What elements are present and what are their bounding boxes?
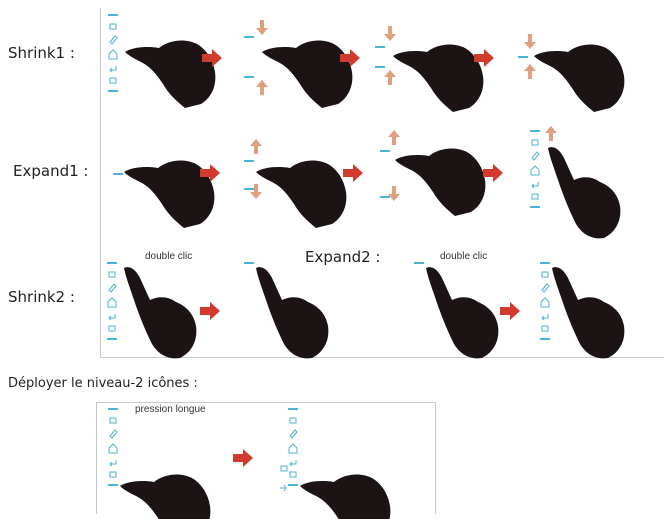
- expand2-step-1: [414, 262, 499, 359]
- shrink1-step-3: [375, 26, 484, 112]
- next-arrow-icon: [500, 302, 520, 320]
- long-press-step-1: [107, 407, 211, 519]
- row-label-shrink1: Shrink1 :: [8, 44, 75, 62]
- sub-panel-left-border: [96, 402, 97, 514]
- shrink1-step-2: [244, 20, 353, 108]
- next-arrow-icon: [343, 164, 363, 182]
- expand1-step-3: [380, 130, 486, 216]
- expand1-step-1: [113, 160, 215, 228]
- long-press-step-2: [280, 407, 391, 519]
- next-arrow-icon: [200, 302, 220, 320]
- shrink1-step-1: [107, 13, 216, 108]
- note-long-press: pression longue: [135, 404, 206, 415]
- note-double-click-2: double clic: [440, 251, 488, 262]
- row-label-expand1: Expand1 :: [13, 162, 89, 180]
- section-title: Déployer le niveau-2 icônes :: [8, 376, 198, 391]
- panel-left-border: [100, 8, 101, 358]
- row-label-shrink2: Shrink2 :: [8, 288, 75, 306]
- shrink2-step-1: [106, 261, 197, 359]
- panel-bottom-border: [100, 357, 664, 358]
- shrink2-step-2: [244, 262, 329, 359]
- next-arrow-icon: [483, 164, 503, 182]
- shrink1-step-4: [518, 34, 625, 112]
- expand1-step-2: [244, 139, 347, 228]
- note-double-click-1: double clic: [145, 251, 193, 262]
- sub-panel-right-border: [435, 402, 436, 514]
- sub-panel-top-border: [96, 402, 436, 403]
- row-label-expand2: Expand2 :: [305, 248, 381, 266]
- next-arrow-icon: [233, 449, 253, 467]
- expand2-step-2: [539, 261, 625, 359]
- expand1-step-4: [529, 126, 621, 239]
